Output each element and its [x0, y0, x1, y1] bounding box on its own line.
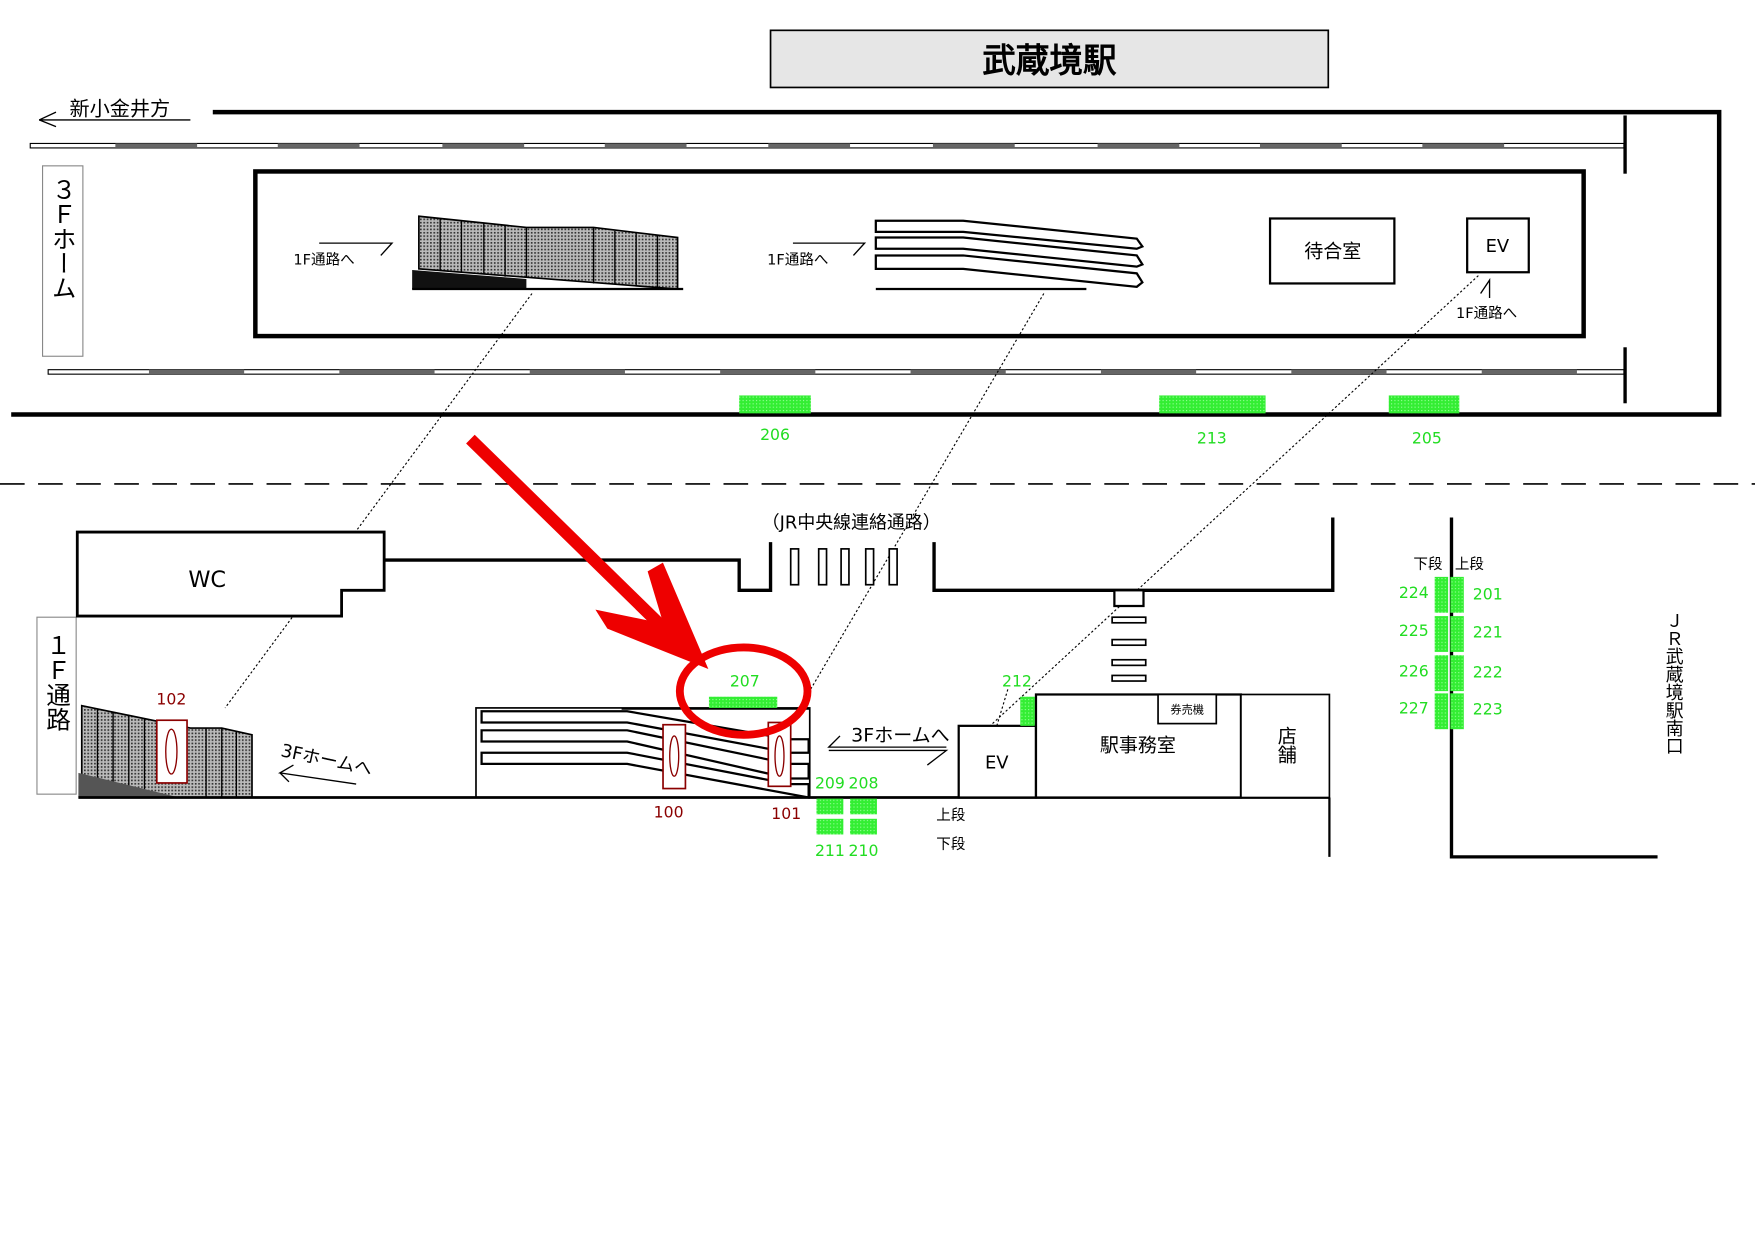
upper-label: 上段: [936, 807, 965, 824]
south-exit-label: ＪＲ武蔵境駅南口: [1663, 612, 1684, 755]
to-3f-label: 3Fホームへ: [851, 725, 950, 747]
marker-label: 213: [1197, 429, 1227, 448]
marker-label: 226: [1399, 662, 1429, 681]
stairs-3f: [412, 215, 684, 291]
elevator-1f-label: EV: [985, 752, 1009, 773]
ground-floor-label: １Ｆ通路: [43, 633, 72, 732]
ground-floor: １Ｆ通路 WC （JR中央線連絡通路） 102 3Fホームへ: [36, 513, 1684, 860]
marker-label: 101: [771, 804, 801, 823]
marker-label: 223: [1473, 700, 1503, 719]
waiting-room: [1268, 217, 1396, 285]
marker-label: 227: [1399, 699, 1429, 718]
green-markers-stairs: [816, 798, 877, 835]
marker-label: 225: [1399, 621, 1429, 640]
platform-3f: ３Ｆホーム 1F通路へ 1F通路へ 待合室 EV 1F通路へ 206 213: [11, 109, 1722, 448]
marker-label: 210: [849, 841, 879, 860]
direction-label: 新小金井方: [69, 96, 170, 120]
lower-header: 下段: [1413, 556, 1442, 573]
escalator-1f: [475, 707, 811, 799]
upper-header: 上段: [1455, 556, 1484, 573]
stairs-1f: [78, 704, 253, 799]
connector-lines: [224, 275, 1479, 727]
waiting-room-label: 待合室: [1304, 241, 1361, 263]
marker-label: 100: [654, 803, 684, 822]
marker-label: 211: [815, 841, 845, 860]
highlight-circle: [675, 643, 812, 739]
marker-label: 221: [1473, 622, 1503, 641]
elevator-1f: [957, 724, 1038, 799]
marker-label: 224: [1399, 583, 1429, 602]
marker-label: 212: [1002, 672, 1032, 691]
connection-label: （JR中央線連絡通路）: [762, 513, 941, 534]
station-title: 武蔵境駅: [982, 41, 1117, 80]
elevator-3f: [1466, 217, 1530, 274]
lower-label: 下段: [936, 836, 965, 853]
marker-label: 209: [815, 774, 845, 793]
elevator-3f-label: EV: [1486, 236, 1510, 257]
shop-label: 店舗: [1275, 726, 1297, 764]
marker-207: [708, 696, 778, 708]
marker-205: [1388, 395, 1460, 414]
to-1f-label: 1F通路へ: [767, 251, 828, 268]
marker-label: 205: [1412, 429, 1442, 448]
shop: [1240, 693, 1331, 799]
title-box: 武蔵境駅: [769, 29, 1330, 89]
highlighted-marker-label: 207: [730, 672, 760, 691]
marker-label: 208: [849, 774, 879, 793]
to-1f-label: 1F通路へ: [293, 251, 354, 268]
ticket-machine-label: 券売機: [1170, 703, 1204, 717]
station-office-label: 駅事務室: [1100, 735, 1176, 757]
marker-label: 102: [156, 690, 186, 709]
ticket-machine: [1157, 693, 1218, 725]
to-1f-label: 1F通路へ: [1456, 305, 1517, 322]
marker-label: 201: [1473, 584, 1503, 603]
direction-indicator: 新小金井方: [38, 96, 191, 128]
marker-213: [1159, 395, 1266, 414]
escalator-3f: [874, 219, 1145, 291]
green-column-markers: [1434, 576, 1464, 730]
arrow-head-icon: [595, 562, 709, 670]
platform-3f-label: ３Ｆホーム: [48, 177, 77, 300]
marker-206: [739, 395, 811, 414]
marker-label: 206: [760, 425, 790, 444]
marker-212: [1020, 696, 1035, 726]
highlight-annotation: [466, 434, 812, 739]
marker-label: 222: [1473, 663, 1503, 682]
wc-room: [75, 530, 386, 618]
ticket-gates: [789, 548, 898, 586]
wc-label: WC: [188, 567, 226, 593]
